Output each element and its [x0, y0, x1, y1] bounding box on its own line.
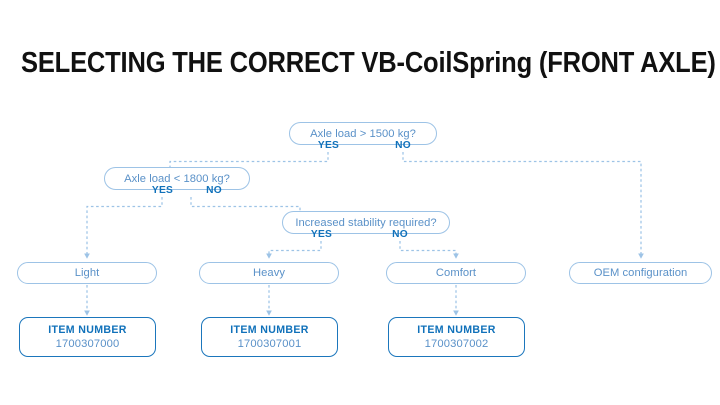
wire-d3-no — [399, 241, 459, 259]
decision-label: Axle load > 1500 kg? — [310, 127, 416, 140]
result-label: OEM configuration — [593, 267, 688, 279]
result-label: Heavy — [253, 267, 285, 279]
result-node-heavy[interactable]: Heavy — [199, 262, 339, 284]
branch-label-d2-no: NO — [206, 185, 222, 196]
item-number-title: ITEM NUMBER — [417, 324, 496, 336]
decision-node-axle-load-1800[interactable]: Axle load < 1800 kg? — [104, 167, 250, 190]
wire-d2-no — [190, 197, 301, 211]
branch-label-d1-yes: YES — [317, 140, 340, 151]
branch-label-d2-yes: YES — [151, 185, 174, 196]
decision-node-axle-load-1500[interactable]: Axle load > 1500 kg? — [289, 122, 437, 145]
branch-label-d3-no: NO — [392, 229, 408, 240]
result-label: Light — [74, 267, 100, 279]
decision-node-increased-stability[interactable]: Increased stability required? — [282, 211, 450, 234]
result-node-light[interactable]: Light — [17, 262, 157, 284]
item-number-box-heavy[interactable]: ITEM NUMBER 1700307001 — [201, 317, 338, 357]
page-title: SELECTING THE CORRECT VB-CoilSpring (FRO… — [21, 47, 716, 79]
result-label: Comfort — [435, 267, 477, 279]
result-node-oem-configuration[interactable]: OEM configuration — [569, 262, 712, 284]
wire-d2-yes — [84, 197, 163, 259]
item-number-box-comfort[interactable]: ITEM NUMBER 1700307002 — [388, 317, 525, 357]
item-number-title: ITEM NUMBER — [48, 324, 127, 336]
decision-label: Axle load < 1800 kg? — [124, 172, 230, 185]
result-node-comfort[interactable]: Comfort — [386, 262, 526, 284]
item-number-box-light[interactable]: ITEM NUMBER 1700307000 — [19, 317, 156, 357]
wire-d1-no — [402, 152, 644, 259]
wire-d1-yes — [169, 152, 329, 167]
item-number-title: ITEM NUMBER — [230, 324, 309, 336]
wire-d3-yes — [266, 241, 322, 259]
branch-label-d1-no: NO — [395, 140, 411, 151]
item-number-value: 1700307001 — [237, 338, 302, 350]
item-number-value: 1700307002 — [424, 338, 489, 350]
decision-label: Increased stability required? — [295, 216, 437, 229]
branch-label-d3-yes: YES — [310, 229, 333, 240]
item-number-value: 1700307000 — [55, 338, 120, 350]
